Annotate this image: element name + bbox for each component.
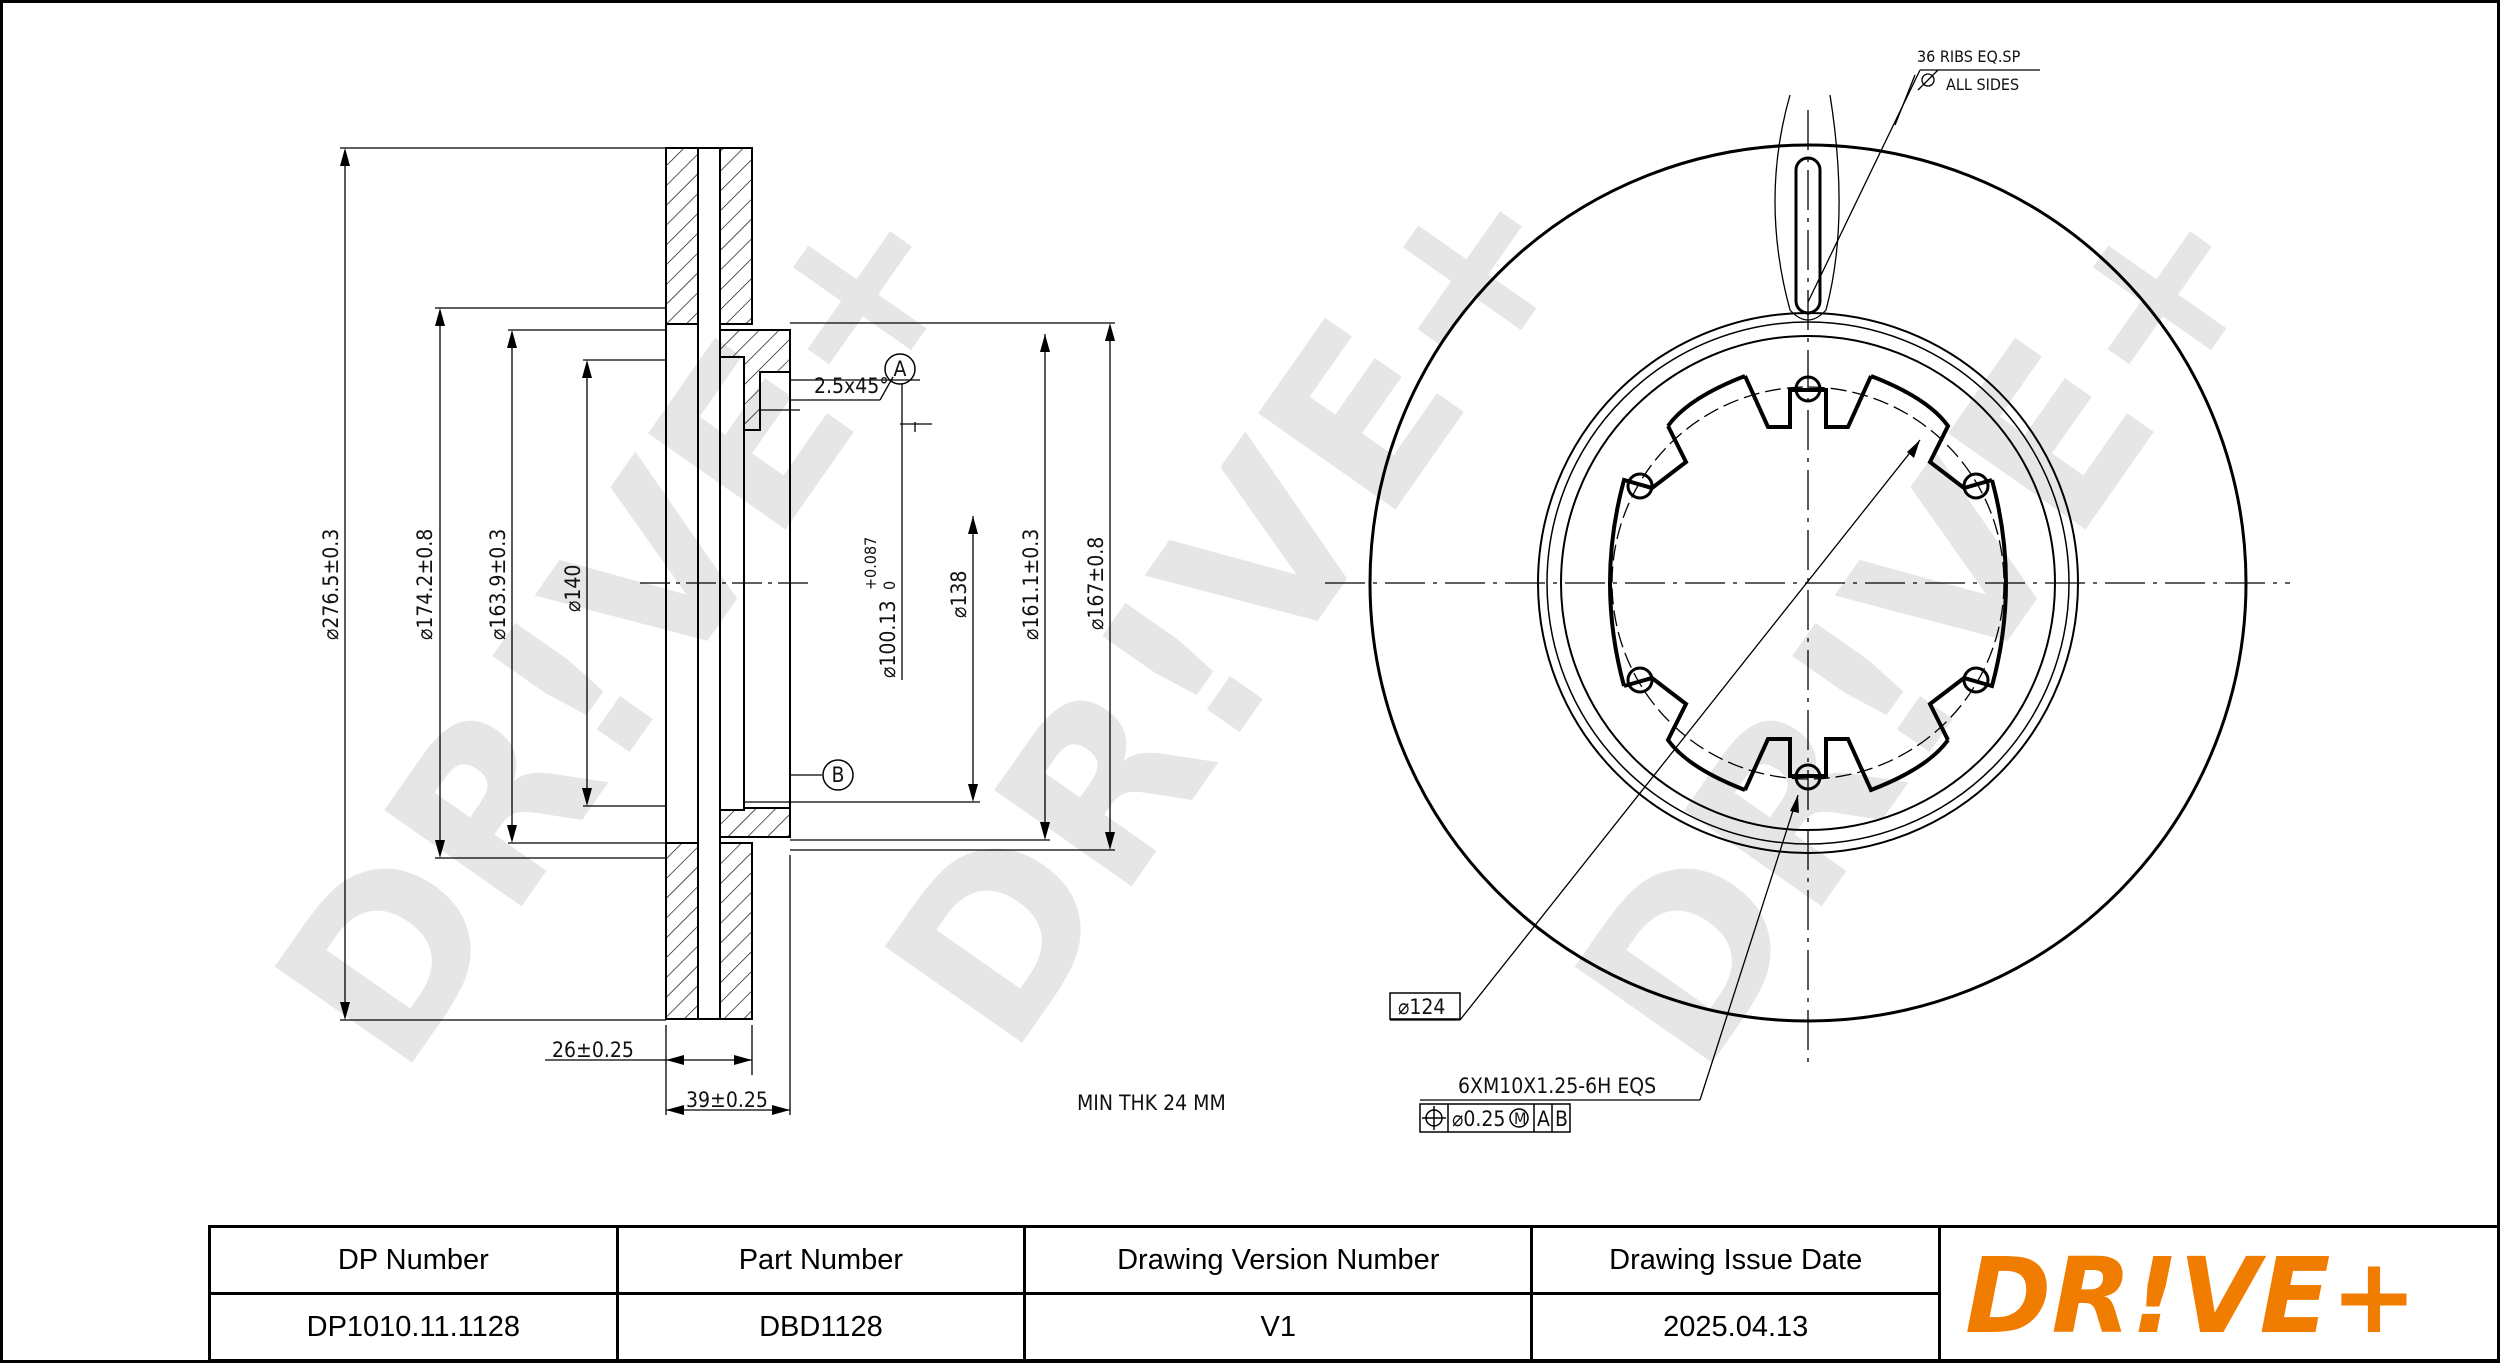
position-tolerance: ⌀0.25 — [1452, 1107, 1505, 1131]
svg-text:A: A — [894, 357, 907, 381]
svg-text:B: B — [832, 763, 845, 787]
arrow-pcd — [1907, 440, 1920, 458]
logo-cell — [1937, 1225, 2500, 1362]
header-dp-number: DP Number — [208, 1225, 619, 1295]
svg-text:⌀124: ⌀124 — [1398, 995, 1445, 1019]
feature-control-frame — [1419, 1103, 1571, 1133]
leader-lines-right — [1390, 69, 2040, 1101]
ref-a: A — [1537, 1107, 1550, 1131]
arrowheads-left — [340, 148, 1115, 1115]
dim-chamfer: 2.5x45° — [814, 374, 889, 398]
datum-b: B — [822, 759, 854, 791]
dim-100-tol-upper: +0.087 — [861, 537, 880, 590]
dim-height: 39±0.25 — [686, 1088, 768, 1112]
dimension-lines-left — [340, 147, 1115, 1115]
ribs-note-line2: ALL SIDES — [1946, 75, 2019, 94]
pcd-box: ⌀124 — [1389, 992, 1461, 1020]
ribs-note-line1: 36 RIBS EQ.SP — [1917, 47, 2021, 66]
title-block: DP Number Part Number Drawing Version Nu… — [208, 1225, 2500, 1362]
value-version: V1 — [1023, 1292, 1534, 1362]
watermark-right: DR!VE+ — [1526, 139, 2319, 1112]
dim-100-tol-lower: 0 — [880, 581, 899, 590]
value-part-number: DBD1128 — [615, 1292, 1027, 1362]
svg-text:DR!VE+: DR!VE+ — [1965, 1240, 2418, 1350]
dim-167: ⌀167±0.8 — [1084, 537, 1108, 630]
dim-161: ⌀161.1±0.3 — [1019, 529, 1043, 640]
datum-a: A — [884, 353, 916, 385]
ref-b: B — [1555, 1107, 1568, 1131]
dim-163: ⌀163.9±0.3 — [486, 529, 510, 640]
dim-100: ⌀100.13 — [876, 601, 900, 678]
min-thickness-note: MIN THK 24 MM — [1077, 1091, 1226, 1115]
bolt-spec: 6XM10X1.25-6H EQS — [1458, 1074, 1656, 1098]
drive-logo: DR!VE+ — [1965, 1240, 2418, 1350]
dim-138: ⌀138 — [947, 571, 971, 618]
arrow-bolt — [1790, 795, 1799, 813]
header-version: Drawing Version Number — [1023, 1225, 1534, 1295]
value-issue-date: 2025.04.13 — [1530, 1292, 1941, 1362]
dim-outer-diameter: ⌀276.5±0.3 — [319, 529, 343, 640]
modifier-m: M — [1514, 1109, 1526, 1128]
section-view — [640, 147, 810, 1020]
header-part-number: Part Number — [615, 1225, 1027, 1295]
ribs-note-symbol — [1917, 69, 1939, 91]
header-issue-date: Drawing Issue Date — [1530, 1225, 1941, 1295]
dim-140: ⌀140 — [561, 565, 585, 612]
dim-174: ⌀174.2±0.8 — [413, 529, 437, 640]
value-dp-number: DP1010.11.1128 — [208, 1292, 619, 1362]
front-view — [1325, 94, 2290, 1065]
dim-thickness: 26±0.25 — [552, 1038, 634, 1062]
